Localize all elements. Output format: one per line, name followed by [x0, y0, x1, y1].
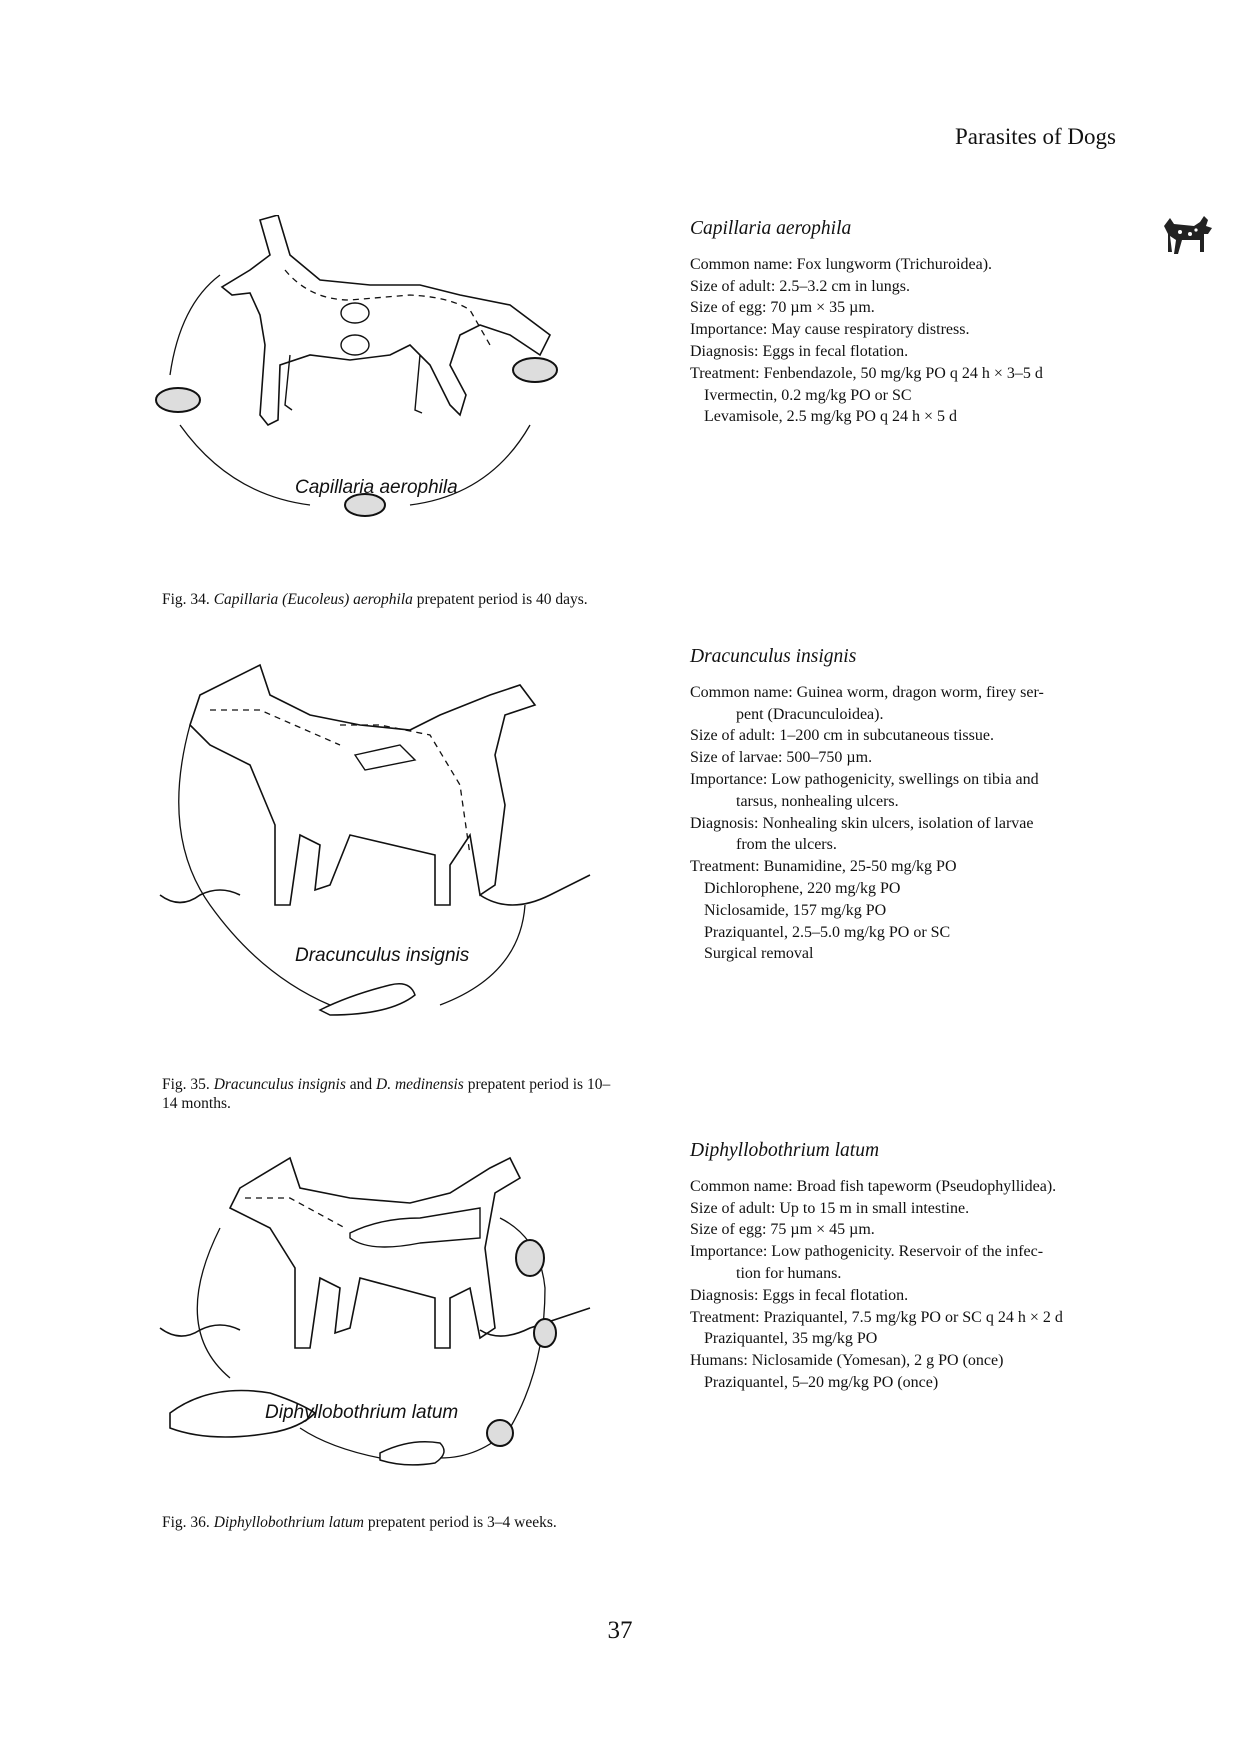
text-line: Praziquantel, 35 mg/kg PO	[704, 1330, 878, 1348]
diagram-label: Dracunculus insignis	[295, 945, 470, 966]
text-line: Praziquantel, 5–20 mg/kg PO (once)	[704, 1373, 939, 1391]
text-line: Importance: Low pathogenicity. Reservoir…	[690, 1243, 1044, 1261]
caption-rest: prepatent period is 10–14 months.	[162, 1076, 611, 1112]
text-line: Importance: May cause respiratory distre…	[690, 321, 970, 339]
text-line: Dichlorophene, 220 mg/kg PO	[704, 879, 901, 897]
text-line: Diagnosis: Nonhealing skin ulcers, isola…	[690, 814, 1034, 832]
caption-mid: and	[345, 1076, 377, 1093]
caption-italic: Capillaria (Eucoleus) aerophila	[213, 591, 413, 608]
text-line: Common name: Broad fish tapeworm (Pseudo…	[690, 1177, 1057, 1195]
caption-italic-2: D. medinensis	[376, 1076, 464, 1093]
text-line: Importance: Low pathogenicity, swellings…	[690, 770, 1039, 788]
caption-prefix: Fig. 34.	[162, 591, 214, 608]
text-line: Treatment: Praziquantel, 7.5 mg/kg PO or…	[690, 1308, 1063, 1326]
caption-rest: prepatent period is 3–4 weeks.	[363, 1514, 557, 1531]
text-line: tarsus, nonhealing ulcers.	[736, 792, 899, 810]
section-title: Capillaria aerophila	[690, 218, 852, 239]
section-dracunculus: Dracunculus insignis Common name: Guinea…	[690, 646, 1160, 965]
text-line: Size of egg: 70 µm × 35 µm.	[690, 299, 875, 317]
caption-italic: Dracunculus insignis	[213, 1076, 346, 1093]
text-line: Size of larvae: 500–750 µm.	[690, 749, 873, 767]
section-title: Dracunculus insignis	[690, 646, 857, 667]
text-line: Treatment: Fenbendazole, 50 mg/kg PO q 2…	[690, 364, 1043, 382]
section-diphyllobothrium: Diphyllobothrium latum Common name: Broa…	[690, 1140, 1160, 1394]
text-line: Size of adult: 2.5–3.2 cm in lungs.	[690, 277, 910, 295]
text-line: Levamisole, 2.5 mg/kg PO q 24 h × 5 d	[704, 408, 958, 426]
figure-35-diagram: Dracunculus insignis	[150, 655, 620, 1055]
caption-rest: prepatent period is 40 days.	[412, 591, 588, 608]
figure-34-caption: Fig. 34. Capillaria (Eucoleus) aerophila…	[162, 590, 622, 609]
caption-prefix: Fig. 36.	[162, 1514, 214, 1531]
running-header: Parasites of Dogs	[955, 124, 1116, 149]
text-line: Ivermectin, 0.2 mg/kg PO or SC	[704, 386, 912, 404]
caption-prefix: Fig. 35.	[162, 1076, 214, 1093]
figure-34-diagram: Capillaria aerophila	[150, 215, 620, 575]
text-line: tion for humans.	[736, 1264, 842, 1282]
figure-36-diagram: Diphyllobothrium latum	[150, 1148, 620, 1498]
text-line: from the ulcers.	[736, 836, 837, 854]
dog-icon	[1164, 216, 1212, 254]
text-line: Diagnosis: Eggs in fecal flotation.	[690, 342, 909, 360]
figure-36-caption: Fig. 36. Diphyllobothrium latum prepaten…	[162, 1513, 622, 1532]
text-line: Common name: Fox lungworm (Trichuroidea)…	[690, 255, 993, 273]
text-line: Surgical removal	[704, 945, 814, 963]
text-line: pent (Dracunculoidea).	[736, 705, 884, 723]
figure-35-caption: Fig. 35. Dracunculus insignis and D. med…	[162, 1075, 622, 1113]
text-line: Common name: Guinea worm, dragon worm, f…	[690, 683, 1044, 701]
text-line: Size of adult: Up to 15 m in small intes…	[690, 1199, 970, 1217]
text-line: Humans: Niclosamide (Yomesan), 2 g PO (o…	[690, 1352, 1004, 1370]
text-line: Niclosamide, 157 mg/kg PO	[704, 901, 887, 919]
text-line: Praziquantel, 2.5–5.0 mg/kg PO or SC	[704, 923, 951, 941]
diagram-label: Capillaria aerophila	[295, 477, 458, 498]
text-line: Size of egg: 75 µm × 45 µm.	[690, 1221, 875, 1239]
diagram-label: Diphyllobothrium latum	[265, 1402, 458, 1423]
text-line: Treatment: Bunamidine, 25-50 mg/kg PO	[690, 858, 957, 876]
section-capillaria: Capillaria aerophila Common name: Fox lu…	[690, 218, 1160, 428]
text-line: Diagnosis: Eggs in fecal flotation.	[690, 1286, 909, 1304]
text-line: Size of adult: 1–200 cm in subcutaneous …	[690, 727, 994, 745]
caption-italic: Diphyllobothrium latum	[213, 1514, 364, 1531]
page-number: 37	[607, 1617, 633, 1644]
section-title: Diphyllobothrium latum	[690, 1140, 880, 1161]
